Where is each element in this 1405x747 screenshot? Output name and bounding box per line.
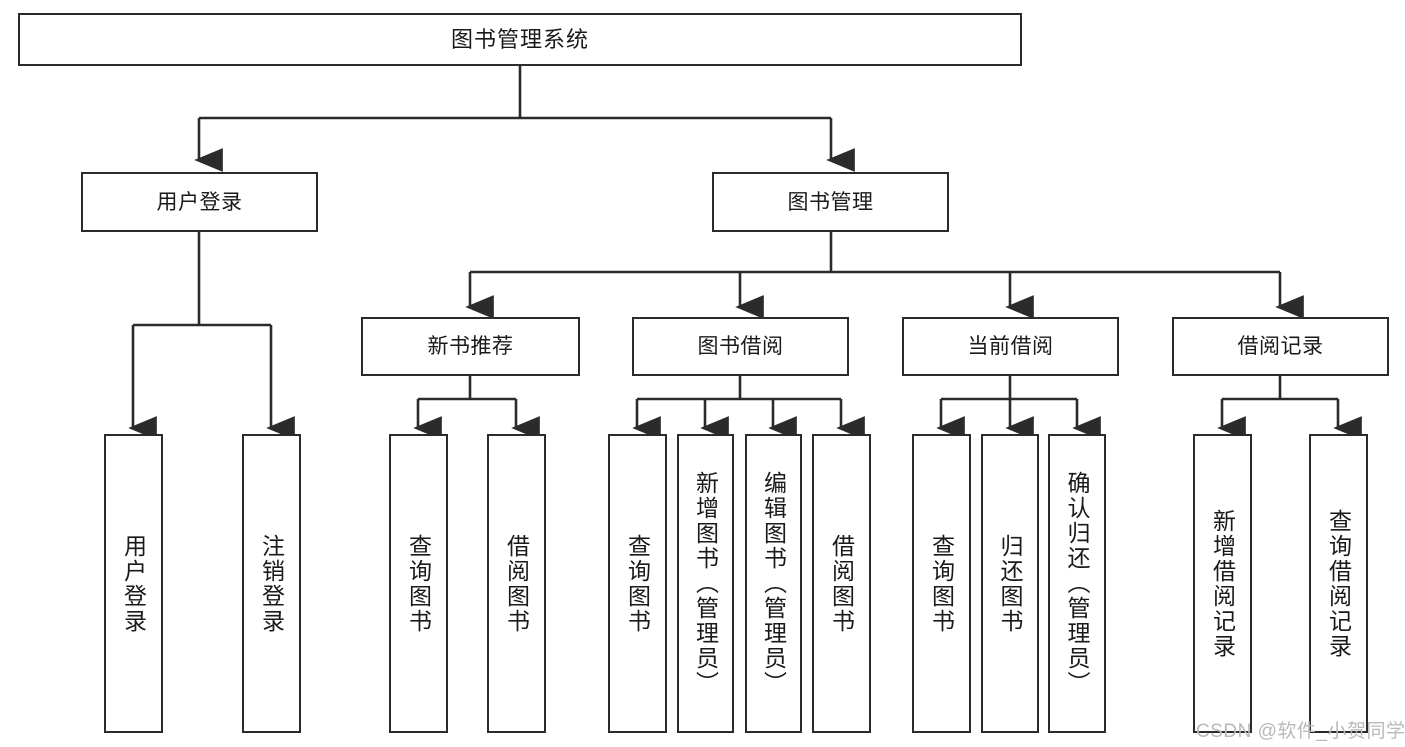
node-book-management[interactable]: 图书管理 xyxy=(712,172,949,232)
node-root-book-management-system[interactable]: 图书管理系统 xyxy=(18,13,1022,66)
node-label: 新书推荐 xyxy=(427,335,514,358)
leaf-edit-book-admin[interactable]: 编辑图书（管理员） xyxy=(745,434,802,733)
node-new-book-recommend[interactable]: 新书推荐 xyxy=(361,317,580,376)
node-label: 编辑图书（管理员） xyxy=(760,471,787,696)
leaf-return-book[interactable]: 归还图书 xyxy=(981,434,1039,733)
node-label: 查询图书 xyxy=(405,533,432,634)
leaf-user-login[interactable]: 用户登录 xyxy=(104,434,163,733)
leaf-query-book-borrow[interactable]: 查询图书 xyxy=(608,434,667,733)
node-label: 用户登录 xyxy=(120,533,147,634)
node-user-login[interactable]: 用户登录 xyxy=(81,172,318,232)
node-label: 用户登录 xyxy=(156,190,243,214)
leaf-confirm-return-admin[interactable]: 确认归还（管理员） xyxy=(1048,434,1106,733)
node-label: 注销登录 xyxy=(258,533,285,634)
node-label: 图书借阅 xyxy=(697,335,784,358)
leaf-add-book-admin[interactable]: 新增图书（管理员） xyxy=(677,434,734,733)
node-book-borrow[interactable]: 图书借阅 xyxy=(632,317,849,376)
node-label: 借阅记录 xyxy=(1237,335,1324,358)
node-label: 查询图书 xyxy=(928,533,955,634)
node-label: 新增图书（管理员） xyxy=(692,471,719,696)
node-label: 新增借阅记录 xyxy=(1209,508,1236,659)
node-label: 查询借阅记录 xyxy=(1325,508,1352,659)
leaf-query-borrow-record[interactable]: 查询借阅记录 xyxy=(1309,434,1368,733)
node-label: 当前借阅 xyxy=(967,335,1054,358)
leaf-borrow-book-recommend[interactable]: 借阅图书 xyxy=(487,434,546,733)
node-label: 借阅图书 xyxy=(828,533,855,634)
leaf-logout[interactable]: 注销登录 xyxy=(242,434,301,733)
leaf-add-borrow-record[interactable]: 新增借阅记录 xyxy=(1193,434,1252,733)
node-label: 图书管理 xyxy=(787,190,874,214)
leaf-query-book-recommend[interactable]: 查询图书 xyxy=(389,434,448,733)
node-current-borrow[interactable]: 当前借阅 xyxy=(902,317,1119,376)
watermark-credit: CSDN @软件_小贺同学 xyxy=(1196,721,1405,742)
node-borrow-record[interactable]: 借阅记录 xyxy=(1172,317,1389,376)
node-label: 归还图书 xyxy=(997,533,1024,634)
leaf-borrow-book[interactable]: 借阅图书 xyxy=(812,434,871,733)
leaf-query-book-current[interactable]: 查询图书 xyxy=(912,434,971,733)
node-label: 确认归还（管理员） xyxy=(1064,471,1091,696)
node-label: 图书管理系统 xyxy=(450,26,589,52)
node-label: 借阅图书 xyxy=(503,533,530,634)
node-label: 查询图书 xyxy=(624,533,651,634)
